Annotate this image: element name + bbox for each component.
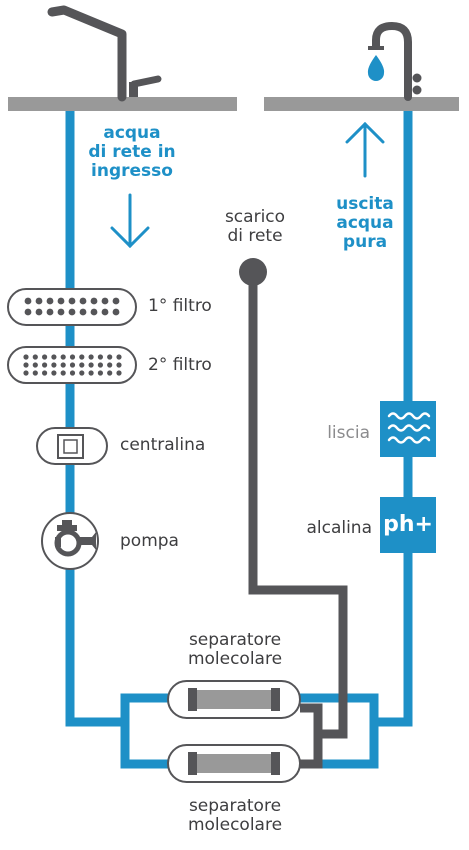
filter-dot [46, 297, 54, 305]
filter-dot [32, 370, 38, 376]
filter-dot [97, 370, 103, 376]
filter-dot [88, 354, 94, 360]
filter-dot [88, 362, 94, 368]
filter-dot [51, 354, 57, 360]
separator-bottom-label: separatore molecolare [187, 796, 283, 835]
filter-dot [51, 362, 57, 368]
filter-dot [23, 362, 29, 368]
filter-dot [112, 308, 120, 316]
filter-2 [7, 346, 137, 384]
outlet-label: uscita acqua pura [336, 194, 394, 252]
drain-manifold [300, 703, 323, 769]
filter-dot [60, 362, 66, 368]
filter-dot [79, 370, 85, 376]
ph-plus-icon [380, 497, 436, 553]
filter-dot [42, 370, 48, 376]
filter-dot [42, 362, 48, 368]
filter-dot [97, 354, 103, 360]
filter-dot [79, 354, 85, 360]
separator-top-label: separatore molecolare [187, 630, 283, 669]
filter-dot [32, 354, 38, 360]
tap-icon [47, 5, 162, 102]
inlet-pipe [65, 111, 125, 727]
filter-dot [101, 308, 109, 316]
filter-dot [107, 370, 113, 376]
pump-icon [41, 512, 99, 570]
filter-dot [51, 370, 57, 376]
filter-dot [60, 354, 66, 360]
filter-dot [90, 297, 98, 305]
controller-label: centralina [120, 435, 206, 455]
ph-badge-label: ph+ [383, 512, 433, 537]
filter-dot [107, 362, 113, 368]
filter-dot [69, 362, 76, 368]
filter-dot [68, 297, 76, 305]
arrow-down-icon [110, 193, 150, 249]
filter-dot [42, 354, 48, 360]
filter-dot [79, 308, 87, 316]
filter-dot [79, 362, 85, 368]
filter-dot [35, 308, 43, 316]
filter-dot [101, 297, 109, 305]
pump-label: pompa [120, 531, 179, 551]
filter-dot [116, 370, 122, 376]
filter-dot [57, 308, 65, 316]
inlet-label: acqua di rete in ingresso [88, 123, 176, 181]
filter-dot [24, 308, 32, 316]
filter-2-label: 2° filtro [148, 355, 212, 375]
outlet-manifold [300, 693, 379, 769]
filter-dot [116, 354, 122, 360]
right-countertop [264, 97, 459, 111]
filter-dot [35, 297, 43, 305]
filter-dot [68, 308, 76, 316]
filter-dot [32, 362, 38, 368]
filter-dot [88, 370, 94, 376]
filter-dot [24, 297, 32, 305]
filter-dot [112, 297, 120, 305]
filter-dot [69, 370, 76, 376]
alkaline-label: alcalina [306, 518, 372, 538]
filter-dot [69, 354, 76, 360]
drain-pipe [248, 272, 348, 739]
separator-top [167, 680, 301, 719]
filter-dot [116, 362, 122, 368]
filter-dot [23, 354, 29, 360]
filter-dot [57, 297, 65, 305]
filter-dot [97, 362, 103, 368]
separator-bottom [167, 744, 301, 783]
outlet-pipe [374, 111, 413, 727]
filter-1-label: 1° filtro [148, 296, 212, 316]
arrow-up-icon [345, 121, 385, 178]
smooth-label: liscia [327, 423, 370, 443]
wave-icon [380, 401, 436, 457]
filter-dot [107, 354, 113, 360]
controller-unit [36, 427, 108, 465]
left-countertop [8, 97, 237, 111]
drain-label: scarico di rete [224, 207, 286, 246]
inlet-manifold [120, 693, 168, 769]
filter-1 [7, 288, 137, 326]
filter-dot [60, 370, 66, 376]
filter-dot [90, 308, 98, 316]
faucet-icon [368, 21, 422, 101]
water-drop-icon [367, 55, 385, 81]
filter-dot [23, 370, 29, 376]
filter-dot [79, 297, 87, 305]
filter-dot [46, 308, 54, 316]
